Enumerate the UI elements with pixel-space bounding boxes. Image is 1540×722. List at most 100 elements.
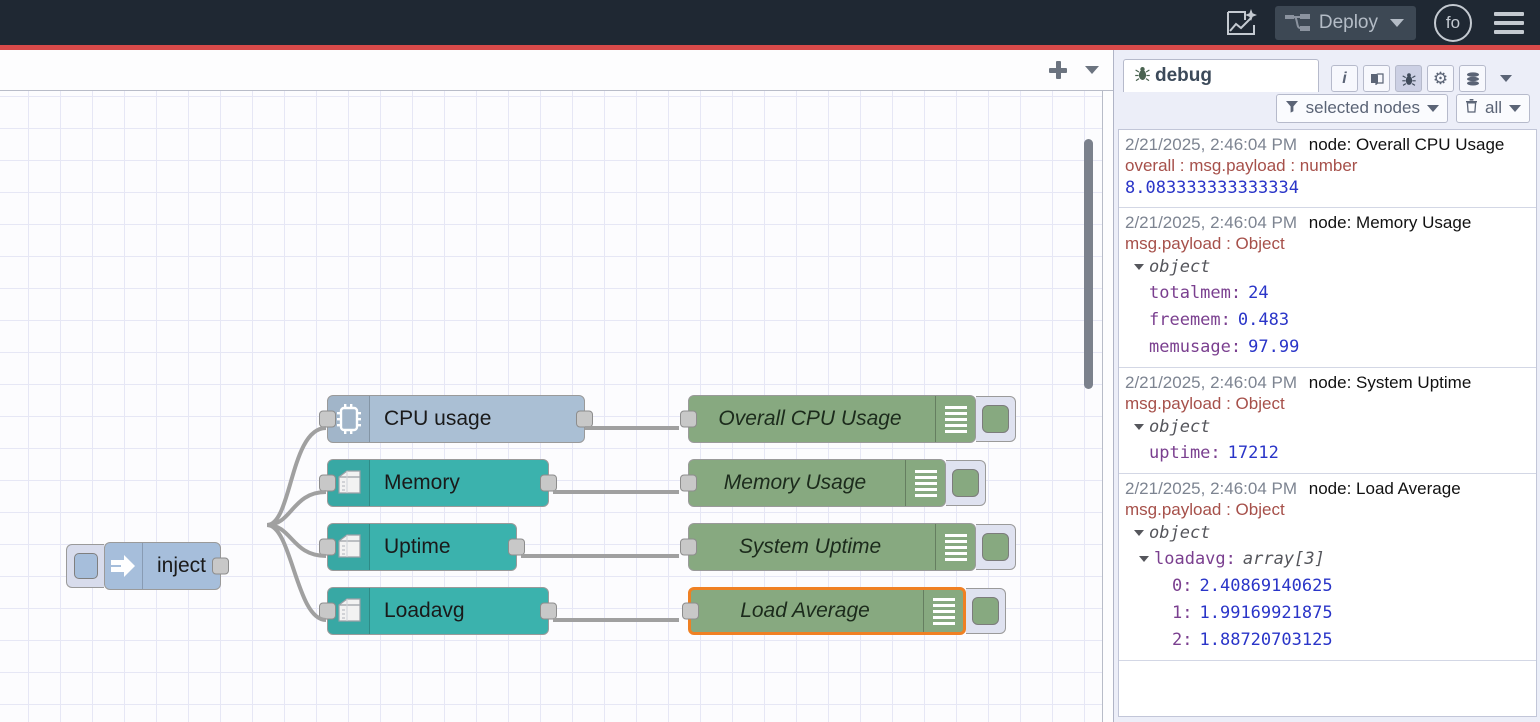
hamburger-menu-icon[interactable] (1494, 12, 1524, 34)
canvas-vertical-scrollbar[interactable] (1084, 139, 1093, 389)
message-topic: msg.payload : Object (1125, 233, 1536, 254)
debug-message[interactable]: 2/21/2025, 2:46:04 PM node: Load Average… (1119, 474, 1536, 661)
node-input-port[interactable] (319, 475, 336, 492)
flow-node-debug-system-uptime[interactable]: System Uptime (688, 523, 1016, 571)
debug-enable-toggle[interactable] (976, 524, 1016, 570)
flow-node-loadavg[interactable]: Loadavg (327, 587, 549, 635)
object-root[interactable]: object (1134, 254, 1536, 280)
debug-lines-icon (935, 396, 975, 442)
object-property: totalmem:24 (1149, 280, 1536, 307)
clear-messages-button[interactable]: all (1456, 94, 1530, 123)
debug-lines-icon (905, 460, 945, 506)
debug-message[interactable]: 2/21/2025, 2:46:04 PM node: Memory Usage… (1119, 208, 1536, 368)
node-input-port[interactable] (319, 603, 336, 620)
debug-sidebar: debug i (1113, 50, 1540, 722)
node-input-port[interactable] (682, 603, 699, 620)
clear-label: all (1485, 98, 1502, 118)
node-label: System Uptime (689, 535, 935, 559)
array-property[interactable]: loadavg:array[3] (1139, 546, 1536, 573)
debug-enable-toggle[interactable] (946, 460, 986, 506)
app-header: Deploy fo (0, 0, 1540, 45)
context-data-icon[interactable] (1459, 65, 1486, 92)
chevron-down-icon[interactable] (1427, 105, 1439, 112)
flow-tab-bar (0, 50, 1113, 91)
tab-label: debug (1155, 65, 1212, 87)
canvas-right-gutter (1102, 91, 1113, 722)
info-icon[interactable]: i (1331, 65, 1358, 92)
filter-selected-nodes-button[interactable]: selected nodes (1276, 94, 1448, 123)
trash-icon (1465, 98, 1478, 118)
flow-node-inject[interactable]: inject (66, 542, 221, 590)
debug-lines-icon (935, 524, 975, 570)
message-topic: overall : msg.payload : number (1125, 155, 1536, 176)
sidebar-tool-icons: i ⚙ (1331, 65, 1512, 92)
node-input-port[interactable] (680, 475, 697, 492)
object-root[interactable]: object (1134, 520, 1536, 546)
debug-bug-icon[interactable] (1395, 65, 1422, 92)
node-output-port[interactable] (212, 558, 229, 575)
chevron-down-icon[interactable] (1500, 75, 1512, 82)
message-timestamp: 2/21/2025, 2:46:04 PM (1125, 135, 1297, 154)
array-item: 2:1.88720703125 (1172, 627, 1536, 654)
node-input-port[interactable] (680, 539, 697, 556)
funnel-icon (1285, 98, 1299, 118)
twisty-expand-icon[interactable] (1134, 530, 1144, 536)
flow-node-debug-overall-cpu[interactable]: Overall CPU Usage (688, 395, 1016, 443)
twisty-expand-icon[interactable] (1134, 424, 1144, 430)
flow-node-uptime[interactable]: Uptime (327, 523, 517, 571)
flow-node-debug-memory-usage[interactable]: Memory Usage (688, 459, 986, 507)
array-item: 0:2.40869140625 (1172, 573, 1536, 600)
node-label: Load Average (691, 599, 923, 623)
message-timestamp: 2/21/2025, 2:46:04 PM (1125, 213, 1297, 232)
twisty-expand-icon[interactable] (1139, 556, 1149, 562)
debug-message[interactable]: 2/21/2025, 2:46:04 PM node: Overall CPU … (1119, 130, 1536, 208)
object-property: uptime:17212 (1149, 440, 1536, 467)
message-topic: msg.payload : Object (1125, 393, 1536, 414)
chevron-down-icon[interactable] (1085, 66, 1099, 74)
tab-debug[interactable]: debug (1123, 59, 1319, 92)
node-label: inject (143, 554, 220, 578)
node-label: Memory (370, 471, 474, 495)
flow-canvas[interactable]: inject (0, 91, 1113, 722)
flow-node-debug-load-average[interactable]: Load Average (688, 587, 1006, 635)
node-label: Uptime (370, 535, 465, 559)
object-root[interactable]: object (1134, 414, 1536, 440)
debug-enable-toggle[interactable] (966, 588, 1006, 634)
debug-message[interactable]: 2/21/2025, 2:46:04 PM node: System Uptim… (1119, 368, 1536, 474)
debug-enable-toggle[interactable] (976, 396, 1016, 442)
flow-editor: inject (0, 50, 1113, 722)
chevron-down-icon[interactable] (1509, 105, 1521, 112)
plus-icon[interactable] (1045, 57, 1071, 83)
chevron-down-icon[interactable] (1390, 19, 1404, 27)
avatar[interactable]: fo (1434, 4, 1472, 42)
message-timestamp: 2/21/2025, 2:46:04 PM (1125, 479, 1297, 498)
node-output-port[interactable] (576, 411, 593, 428)
message-topic: msg.payload : Object (1125, 499, 1536, 520)
arrow-right-icon (105, 543, 143, 589)
node-output-port[interactable] (540, 603, 557, 620)
object-property: memusage:97.99 (1149, 334, 1536, 361)
config-gear-icon[interactable]: ⚙ (1427, 65, 1454, 92)
message-source-node: node: Load Average (1309, 479, 1461, 498)
twisty-expand-icon[interactable] (1134, 264, 1144, 270)
node-input-port[interactable] (319, 411, 336, 428)
node-input-port[interactable] (680, 411, 697, 428)
debug-message-list[interactable]: 2/21/2025, 2:46:04 PM node: Overall CPU … (1118, 129, 1537, 717)
flow-node-memory[interactable]: Memory (327, 459, 549, 507)
object-property: freemem:0.483 (1149, 307, 1536, 334)
debug-lines-icon (923, 590, 963, 632)
deploy-button[interactable]: Deploy (1275, 6, 1416, 40)
ai-flow-icon[interactable] (1221, 5, 1261, 41)
sidebar-tab-row: debug i (1114, 55, 1540, 92)
inject-trigger-button[interactable] (66, 544, 104, 588)
node-output-port[interactable] (540, 475, 557, 492)
node-output-port[interactable] (508, 539, 525, 556)
node-label: Loadavg (370, 599, 479, 623)
message-source-node: node: Memory Usage (1309, 213, 1472, 232)
message-timestamp: 2/21/2025, 2:46:04 PM (1125, 373, 1297, 392)
flow-node-cpu-usage[interactable]: CPU usage (327, 395, 585, 443)
bug-icon (1134, 65, 1151, 87)
node-label: CPU usage (370, 407, 505, 431)
node-input-port[interactable] (319, 539, 336, 556)
help-book-icon[interactable] (1363, 65, 1390, 92)
